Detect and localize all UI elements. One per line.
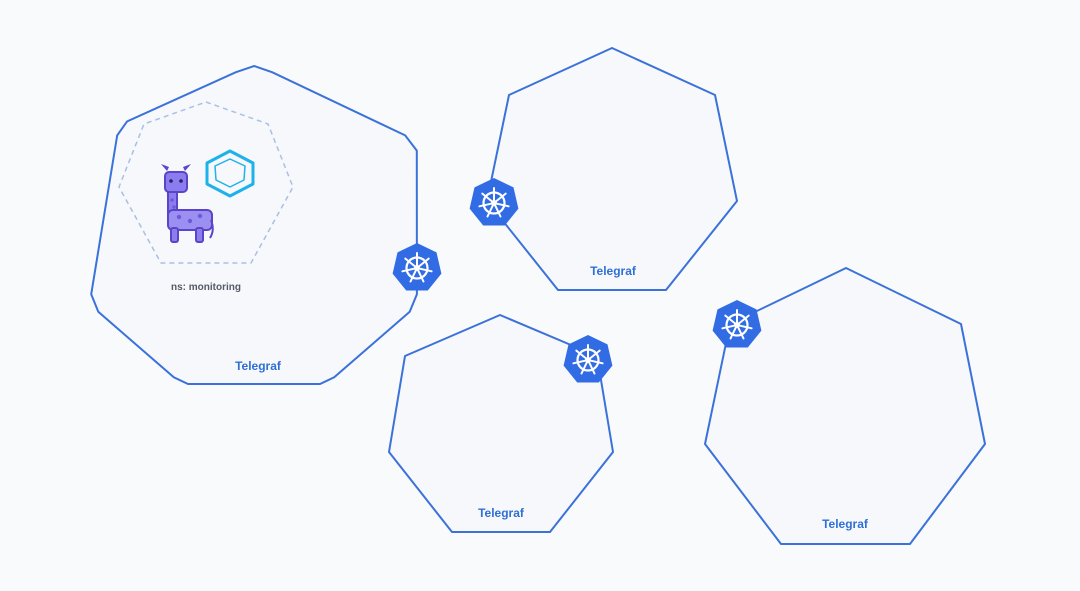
node-2[interactable]: Telegraf — [468, 47, 738, 291]
node-1-heptagon — [90, 64, 418, 385]
node-4-label: Telegraf — [822, 517, 869, 531]
node-2-heptagon — [486, 47, 738, 291]
node-4[interactable]: Telegraf — [704, 267, 986, 545]
namespace-monitoring: ns: monitoring — [118, 101, 294, 293]
namespace-boundary — [118, 101, 294, 264]
node-3-label: Telegraf — [478, 506, 525, 520]
giraffe-icon — [161, 164, 214, 243]
namespace-label: ns: monitoring — [171, 282, 241, 293]
node-1[interactable]: ns: monitoring Telegraf — [90, 64, 443, 385]
node-3[interactable]: Telegraf — [388, 314, 614, 533]
cube-icon — [205, 149, 255, 198]
node-1-label: Telegraf — [235, 359, 282, 373]
node-2-label: Telegraf — [590, 264, 637, 278]
